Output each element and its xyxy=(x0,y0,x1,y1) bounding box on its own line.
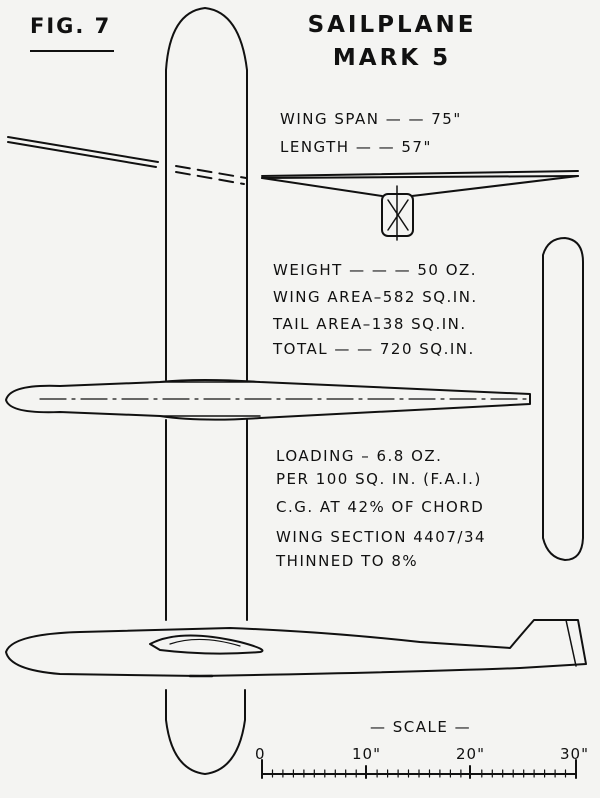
scale-bar xyxy=(261,759,577,779)
front-wing-strut-left xyxy=(261,177,383,197)
scale-tick-20: 20" xyxy=(456,745,485,763)
plan-wing-tip-lower xyxy=(165,689,246,775)
side-fuselage xyxy=(5,619,587,677)
spec-thinned: THINNED TO 8% xyxy=(276,552,419,570)
title-line-2: MARK 5 xyxy=(332,45,452,71)
scale-tick-10: 10" xyxy=(352,745,381,763)
side-canopy-inner xyxy=(169,638,241,647)
spec-wing-span: WING SPAN — — 75" xyxy=(280,110,462,128)
spec-wing-area: WING AREA–582 SQ.IN. xyxy=(273,288,478,306)
front-wing-strut-right xyxy=(411,175,579,197)
front-wing-left xyxy=(7,136,159,163)
spec-loading: LOADING – 6.8 OZ. xyxy=(276,447,443,465)
side-fin-rudder xyxy=(565,619,577,667)
spec-loading-per: PER 100 SQ. IN. (F.A.I.) xyxy=(276,470,482,488)
scale-tick-30: 30" xyxy=(560,745,589,763)
side-canopy xyxy=(149,634,264,655)
spec-tail-area: TAIL AREA–138 SQ.IN. xyxy=(273,315,467,333)
scale-title: — SCALE — xyxy=(370,718,472,736)
title-line-1: SAILPLANE xyxy=(307,12,477,38)
spec-total: TOTAL — — 720 SQ.IN. xyxy=(273,340,475,358)
scale-tick-0: 0 xyxy=(255,745,266,763)
front-wing-right-2 xyxy=(261,175,579,179)
plan-wing-root xyxy=(159,381,261,417)
spec-length: LENGTH — — 57" xyxy=(280,138,432,156)
plan-fuselage xyxy=(5,379,531,421)
front-wing-dashes xyxy=(175,165,247,185)
spec-weight: WEIGHT — — — 50 OZ. xyxy=(273,261,478,279)
figure-label-underline xyxy=(30,50,114,52)
figure-label: FIG. 7 xyxy=(30,14,112,38)
spec-wing-section: WING SECTION 4407/34 xyxy=(276,528,487,546)
plan-wing-upper xyxy=(165,7,248,381)
front-wing-right-1 xyxy=(261,170,579,177)
front-fuselage-detail xyxy=(387,185,409,241)
spec-cg: C.G. AT 42% OF CHORD xyxy=(276,498,485,516)
front-wing-left-2 xyxy=(7,141,157,168)
plan-tailplane xyxy=(542,237,584,561)
